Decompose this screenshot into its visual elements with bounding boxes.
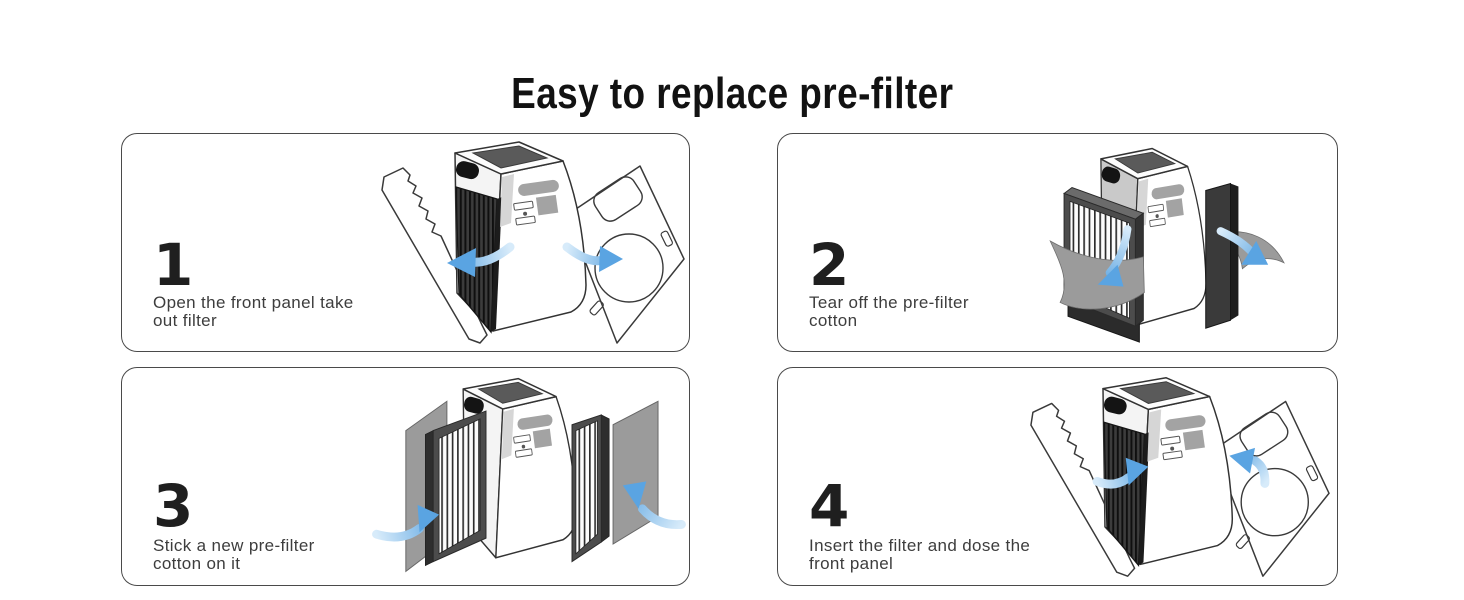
step-number: 3: [153, 472, 194, 540]
cotton-sheet-left: [1049, 240, 1145, 310]
step-label: Insert the filter and dose the front pan…: [809, 537, 1030, 573]
front-panel-left-open: [1030, 402, 1136, 577]
handle-cutout: [455, 161, 479, 180]
purifier-body: [454, 141, 587, 334]
control-panel: [513, 428, 552, 458]
pleated-filter-left: [424, 410, 487, 567]
front-panel-left-open: [381, 167, 488, 344]
air-outlet: [1151, 184, 1185, 200]
edge-strip: [501, 408, 514, 460]
step-number: 4: [809, 472, 850, 540]
arrow-into-filter-icon: [1092, 457, 1149, 489]
step4-illustration: [1030, 377, 1330, 577]
page-title-text: Easy to replace pre-filter: [510, 69, 954, 118]
control-panel: [1147, 198, 1184, 228]
handle-cutout: [1101, 166, 1121, 184]
dark-filter-panel-right: [1205, 182, 1239, 329]
arrow-left-icon: [447, 242, 515, 277]
air-outlet: [517, 414, 553, 430]
handle-cutout: [464, 396, 484, 414]
edge-strip: [1147, 409, 1162, 462]
pleated-filter-right: [571, 414, 610, 563]
step-label: Open the front panel take out filter: [153, 294, 354, 330]
step-number: 1: [153, 231, 194, 299]
arrow-up-left-icon: [622, 481, 686, 530]
step-label-line: Stick a new pre-filter: [153, 536, 315, 555]
step-panel-2: 2 Tear off the pre-filter cotton: [777, 133, 1338, 352]
front-panel-right-open: [566, 165, 685, 344]
arrow-down-left-icon: [1097, 225, 1132, 287]
arrow-right-icon: [372, 504, 440, 542]
cotton-sheet-right: [612, 400, 659, 545]
top-vent: [1119, 381, 1196, 404]
step-panel-4: 4 Insert the filter and dose the front p…: [777, 367, 1338, 586]
step-label-line: cotton: [809, 311, 858, 330]
step-label-line: out filter: [153, 311, 217, 330]
dark-prefilter: [1103, 421, 1146, 567]
top-vent: [471, 145, 549, 169]
handle-cutout: [1103, 396, 1127, 415]
top-vent: [1114, 151, 1177, 174]
step3-illustration: [372, 377, 686, 573]
control-panel: [513, 194, 559, 226]
front-panel-right-open: [1212, 400, 1330, 577]
step-number: 2: [809, 231, 850, 299]
step-label-line: cotton on it: [153, 554, 241, 573]
step-panel-1: 1 Open the front panel take out filter: [121, 133, 690, 352]
step-label-line: front panel: [809, 554, 894, 573]
step-panel-3: 3 Stick a new pre-filter cotton on it: [121, 367, 690, 586]
arrow-down-right-icon: [1216, 227, 1269, 265]
edge-strip: [500, 174, 514, 227]
step-label: Stick a new pre-filter cotton on it: [153, 537, 315, 573]
top-vent: [477, 381, 544, 404]
control-panel: [1160, 429, 1205, 461]
air-outlet: [518, 179, 559, 196]
step-label-line: Tear off the pre-filter: [809, 293, 969, 312]
step-label-line: Insert the filter and dose the: [809, 536, 1031, 555]
step-label: Tear off the pre-filter cotton: [809, 294, 969, 330]
air-outlet: [1165, 415, 1206, 432]
purifier-body: [1102, 377, 1234, 567]
page-title: Easy to replace pre-filter: [0, 72, 1464, 116]
step-label-line: Open the front panel take: [153, 293, 354, 312]
step1-illustration: [381, 141, 685, 344]
arrow-right-icon: [562, 242, 623, 272]
arrow-into-panel-icon: [1229, 447, 1270, 488]
step2-illustration: [1049, 147, 1285, 343]
